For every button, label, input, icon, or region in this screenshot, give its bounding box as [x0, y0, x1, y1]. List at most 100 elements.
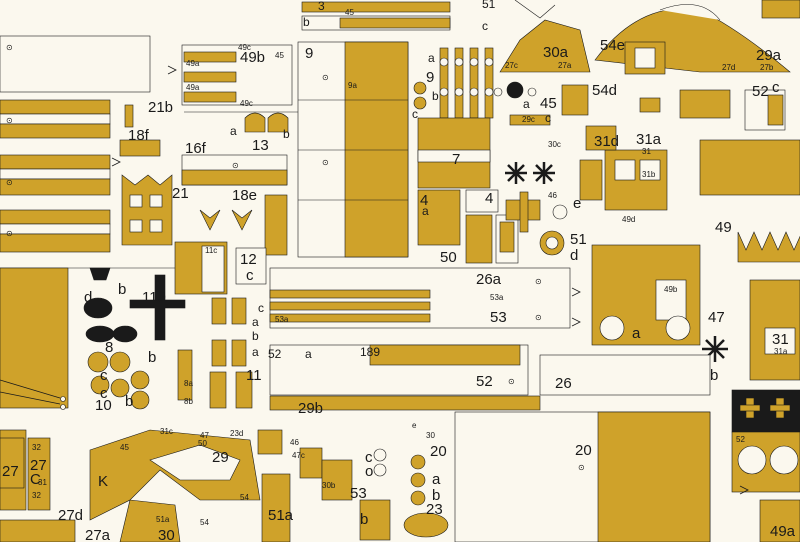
- part-50: [465, 214, 519, 264]
- label-54: 54: [240, 493, 249, 502]
- label-27c: 27c: [505, 61, 518, 70]
- label-31-right: 31: [772, 331, 789, 348]
- label-23d: 23d: [230, 429, 243, 438]
- part-46-e: [505, 191, 568, 233]
- label-31: 31: [642, 147, 651, 156]
- label-e-30: e: [412, 421, 417, 430]
- label-54e: 54e: [600, 37, 625, 54]
- star-markers: [505, 162, 728, 362]
- label-16f: 16f: [185, 140, 207, 157]
- label-9: 9: [305, 45, 313, 62]
- scissors-icons: [111, 65, 749, 495]
- label-32-b: 32: [32, 491, 41, 500]
- label-30-bottom: 30: [158, 527, 175, 542]
- label-53: 53: [490, 309, 507, 326]
- part-45-29c: [493, 81, 589, 126]
- label-27a-bottom: 27a: [85, 527, 111, 542]
- svg-text:⊙: ⊙: [232, 161, 239, 170]
- label-54-b: 54: [200, 518, 209, 527]
- label-c-top: c: [482, 19, 488, 33]
- part-4: [417, 189, 499, 246]
- part-16f: [181, 154, 288, 186]
- label-49c: 49c: [238, 43, 251, 52]
- wing-30a: [499, 0, 591, 73]
- part-11-strips: [177, 297, 253, 409]
- part-54d-52: [639, 89, 786, 131]
- label-K: K: [98, 473, 108, 490]
- label-31c-2: 31c: [160, 427, 173, 436]
- label-51a: 51a: [156, 515, 170, 524]
- label-c-11: c: [258, 301, 264, 315]
- label-a-11-b: a: [252, 345, 259, 359]
- label-47: 47: [708, 309, 725, 326]
- label-c-right: c: [772, 79, 780, 96]
- label-a-9: a: [428, 51, 435, 65]
- label-52: 52: [268, 347, 282, 361]
- label-49c-2: 49c: [240, 99, 253, 108]
- label-21b: 21b: [148, 99, 173, 116]
- label-46-bottom: 46: [290, 438, 299, 447]
- label-7: 7: [452, 151, 460, 168]
- label-31d: 31d: [594, 133, 619, 150]
- parts-8-10: [87, 351, 150, 410]
- label-26: 26: [555, 375, 572, 392]
- part-9-panel: [297, 41, 409, 258]
- svg-text:⊙: ⊙: [508, 377, 515, 386]
- part-52-long: [269, 344, 711, 411]
- label-c-45: c: [545, 111, 551, 125]
- top-strip-parts: [301, 1, 451, 31]
- label-50-bottom: 50: [198, 439, 207, 448]
- label-10: 10: [95, 397, 112, 414]
- part-54e-box: [624, 41, 666, 75]
- parts-20-23: [403, 454, 449, 538]
- label-119: 119: [142, 289, 166, 306]
- label-47c: 47c: [292, 451, 305, 460]
- label-3: 3: [318, 0, 325, 13]
- label-9a: 9a: [348, 81, 357, 90]
- svg-text:⊙: ⊙: [6, 178, 13, 187]
- label-45-mid: 45: [540, 95, 557, 112]
- part-13: [244, 112, 289, 133]
- part-11-12: [174, 241, 267, 295]
- label-53a-2: 53a: [275, 315, 289, 324]
- label-53a: 53a: [490, 293, 504, 302]
- label-30a: 30a: [543, 44, 569, 61]
- label-13: 13: [252, 137, 269, 154]
- svg-text:⊙: ⊙: [578, 463, 585, 472]
- label-27-c: 27: [30, 457, 47, 474]
- label-b-top: b: [303, 15, 310, 29]
- label-4-b: 4: [485, 190, 493, 207]
- label-b-9: b: [432, 89, 439, 103]
- black-panel-right: [731, 389, 800, 542]
- part-31-box: [579, 125, 800, 211]
- label-29a: 29a: [756, 47, 782, 64]
- label-b-13: b: [283, 127, 290, 141]
- label-23: 23: [426, 501, 443, 518]
- left-strut-parts: [0, 35, 180, 542]
- label-a-11: a: [252, 315, 259, 329]
- parts-21-18: [119, 104, 173, 246]
- label-a-20: a: [432, 471, 441, 488]
- label-32: 32: [32, 443, 41, 452]
- label-27: 27: [2, 463, 19, 480]
- label-21: 21: [172, 185, 189, 202]
- label-49a-right: 49a: [770, 523, 796, 540]
- label-c-9: c: [412, 107, 418, 121]
- label-45: 45: [275, 51, 284, 60]
- label-27b: 27b: [760, 63, 774, 72]
- label-11: 11: [246, 367, 262, 384]
- label-53-bottom: 53: [350, 485, 367, 502]
- label-52-right: 52: [736, 435, 745, 444]
- label-a-45: a: [523, 97, 530, 111]
- label-18f: 18f: [128, 127, 150, 144]
- label-b-10: b: [125, 393, 133, 410]
- label-31b: 31b: [642, 170, 656, 179]
- label-54d: 54d: [592, 82, 617, 99]
- part-18e: [199, 194, 288, 256]
- part-27-bottom: [0, 437, 25, 489]
- label-49d: 49d: [622, 215, 635, 224]
- part-20-panel: [454, 411, 711, 542]
- svg-text:⊙: ⊙: [6, 229, 13, 238]
- svg-text:⊙: ⊙: [535, 277, 542, 286]
